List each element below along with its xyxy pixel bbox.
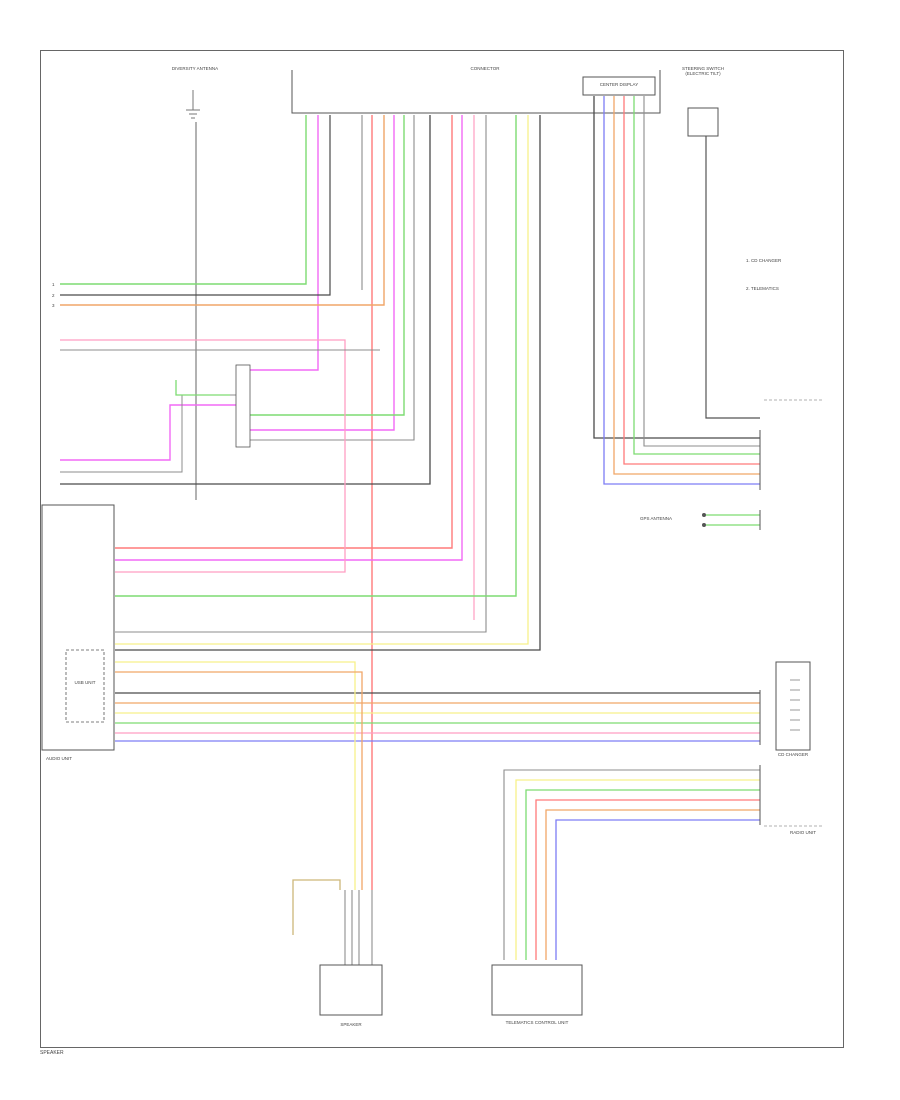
wire-red-2	[115, 115, 453, 549]
module-lead	[705, 136, 760, 419]
wire-spk-orange	[115, 671, 363, 890]
wire-yellow-1	[115, 115, 529, 645]
left-legend-3: 3	[52, 303, 55, 308]
wire-gray-3	[115, 115, 487, 633]
gps-pin-1	[702, 513, 706, 517]
speaker-pins	[344, 890, 373, 965]
wire-magenta-left	[60, 404, 248, 461]
wire-tel-blue	[555, 819, 760, 960]
module-top-right	[687, 107, 719, 137]
audio-note-1: 1. CD CHANGER	[746, 258, 782, 263]
footnote: SPEAKER	[40, 1050, 64, 1056]
wire-tel-green	[525, 789, 760, 960]
wire-green-3	[115, 115, 517, 597]
wire-magenta-3	[115, 115, 463, 561]
usb-sub-box	[65, 649, 105, 723]
steering-switch-label: STEERING SWITCH (ELECTRIC TILT)	[681, 66, 724, 76]
wire-r-red	[623, 96, 760, 465]
wire-green-1	[60, 115, 307, 285]
cd-changer-label: CD CHANGER	[777, 752, 809, 757]
wire-tel-red	[535, 799, 760, 960]
gps-antenna-label: GPS ANTENNA	[640, 516, 673, 521]
wire-spk-tan	[292, 879, 341, 935]
dashed-refs	[764, 399, 824, 827]
junction-block	[235, 364, 251, 448]
wire-black-1	[60, 115, 331, 296]
connector-subbox	[582, 76, 656, 96]
telematics-box	[491, 964, 583, 1016]
speaker-label: SPEAKER	[340, 1022, 362, 1027]
usb-unit-label: USB UNIT	[74, 680, 96, 685]
radio-unit-label: RADIO UNIT	[790, 830, 817, 835]
connector-label: CONNECTOR	[470, 66, 500, 71]
center-display-label: CENTER DISPLAY	[599, 82, 639, 87]
wire-magenta-1	[248, 115, 319, 371]
cd-changer-box	[775, 661, 811, 751]
wire-r-orange	[613, 96, 760, 475]
left-legend-2: 2	[52, 293, 55, 298]
wire-gray-2	[248, 115, 415, 441]
wire-r-gray	[643, 96, 760, 447]
wire-magenta-2	[248, 115, 395, 431]
wire-black-3	[115, 115, 541, 651]
wire-pink-left	[60, 339, 346, 573]
antenna-symbol	[186, 90, 200, 119]
wire-r-green	[633, 96, 760, 455]
wire-tel-orange	[545, 809, 760, 960]
cd-changer-pins	[790, 679, 800, 731]
wire-tel-yellow	[515, 779, 760, 960]
wire-orange-1	[60, 115, 385, 306]
wire-r-black	[593, 96, 760, 439]
left-legend-1: 1	[52, 282, 55, 287]
wire-r-blue	[603, 96, 760, 485]
wire-spk-yellow	[115, 661, 356, 890]
wire-green-left	[175, 380, 230, 396]
wire-gps	[706, 514, 760, 526]
speaker-box	[319, 964, 383, 1016]
gps-pin-2	[702, 523, 706, 527]
antenna-label: DIVERSITY ANTENNA	[171, 66, 219, 71]
connector-outline	[291, 70, 661, 114]
audio-unit-label: AUDIO UNIT	[46, 756, 73, 761]
telematics-label: TELEMATICS CONTROL UNIT	[505, 1020, 569, 1025]
audio-note-2: 2. TELEMATICS	[746, 286, 779, 291]
wire-green-2	[248, 115, 405, 416]
wire-black-2	[60, 115, 431, 485]
diagram-frame	[40, 50, 844, 1048]
wire-tel-gray	[503, 769, 760, 960]
